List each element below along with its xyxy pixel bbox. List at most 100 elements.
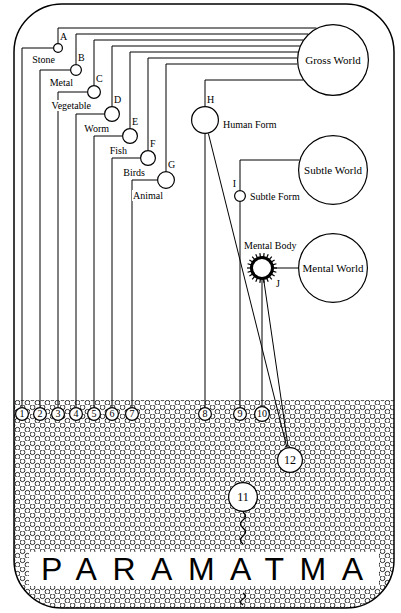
connector-line	[240, 202, 241, 407]
ring-spike	[259, 253, 261, 257]
stage-name: Fish	[109, 145, 128, 156]
ring-spike	[273, 267, 277, 268]
circle-number: 7	[130, 409, 135, 419]
circle-shape	[234, 408, 247, 421]
circle-outline	[157, 171, 175, 189]
wavy-line	[241, 593, 246, 605]
circle-shape	[123, 129, 138, 144]
stage-letter: F	[150, 138, 156, 149]
wavy-line	[241, 512, 246, 544]
circle-outline	[122, 128, 138, 144]
connector-line	[76, 114, 104, 407]
connector-line	[76, 34, 308, 64]
circle-outline	[191, 106, 219, 134]
stage-name: Stone	[31, 54, 56, 65]
circle-shape	[255, 407, 270, 422]
circle-outline	[53, 43, 63, 53]
stage-letter: B	[78, 52, 85, 63]
stage-name: Mental Body	[244, 240, 297, 251]
connector-line	[22, 48, 53, 407]
connector-line	[208, 134, 286, 448]
world-label: Subtle World	[304, 164, 362, 177]
ring-spike	[263, 279, 265, 283]
stage-circle: HHuman Form	[191, 106, 219, 134]
circle-shape	[54, 44, 63, 53]
circle-shape	[199, 408, 212, 421]
stage-circle: FBirds	[140, 150, 156, 166]
ring-spike	[269, 257, 272, 260]
ring-spike	[249, 274, 252, 276]
circle-shape	[278, 448, 303, 473]
stage-name: Animal	[132, 190, 164, 201]
circle-outline	[250, 256, 274, 280]
numbered-circle: 10	[254, 406, 270, 422]
circle-shape	[299, 136, 368, 205]
ocean-title: PARAMATMA	[29, 552, 378, 586]
circle-shape	[105, 107, 120, 122]
circle-outline	[234, 190, 246, 202]
stage-circle: AStone	[53, 43, 63, 53]
connector-line	[40, 70, 70, 407]
ring-spike	[248, 264, 252, 265]
world-label: Mental World	[303, 262, 364, 275]
connector-line	[205, 80, 303, 106]
ring-spike	[247, 267, 251, 268]
world-label: Gross World	[305, 54, 360, 67]
stage-letter: D	[114, 94, 121, 105]
ring-spike	[249, 260, 252, 262]
stage-circle: DWorm	[104, 106, 120, 122]
connector-line	[262, 280, 263, 406]
circle-shape	[52, 408, 65, 421]
stage-letter: H	[207, 94, 214, 105]
stage-circle: EFish	[122, 128, 138, 144]
ocean-texture	[14, 400, 394, 608]
ring-spike	[273, 264, 277, 265]
numbered-circle: 8	[198, 407, 212, 421]
circle-shape	[126, 408, 139, 421]
circle-shape	[299, 234, 368, 303]
ring-spike	[269, 276, 272, 279]
ring-spike	[267, 254, 269, 258]
stage-letter: C	[96, 73, 103, 84]
stage-name: Subtle Form	[250, 191, 300, 202]
circle-outline	[70, 64, 82, 76]
stage-circle: BMetal	[70, 64, 82, 76]
ring-spike	[267, 278, 269, 282]
circle-shape	[229, 483, 258, 512]
connector-line	[264, 280, 288, 447]
circle-shape	[34, 408, 47, 421]
circle-shape	[70, 408, 83, 421]
circle-number: 9	[238, 409, 243, 419]
circle-shape	[192, 107, 219, 134]
circle-number: 4	[74, 409, 79, 419]
stage-name: Vegetable	[51, 100, 92, 111]
circle-number: 8	[203, 409, 208, 419]
ring-spike	[252, 257, 255, 260]
connector-line	[274, 268, 298, 269]
connector-line	[112, 46, 300, 106]
ring-spike	[256, 254, 258, 258]
numbered-circle: 12	[277, 447, 303, 473]
circle-shape	[141, 151, 156, 166]
connector-line	[148, 58, 297, 150]
stage-name: Human Form	[223, 119, 277, 130]
ring-spike	[248, 271, 252, 272]
stage-circle: CVegetable	[87, 85, 101, 99]
numbered-circle: 4	[69, 407, 83, 421]
stage-circle: ISubtle Form	[234, 190, 246, 202]
connector-line	[58, 92, 87, 407]
connector-line	[58, 28, 317, 43]
circle-number: 10	[257, 409, 267, 419]
circle-number: 6	[110, 409, 115, 419]
numbered-circle: 2	[33, 407, 47, 421]
circle-shape	[88, 408, 101, 421]
circle-number: 5	[92, 409, 97, 419]
circle-number: 3	[56, 409, 61, 419]
ring-spike	[273, 271, 277, 272]
circle-shape	[16, 408, 29, 421]
circle-shape	[235, 191, 246, 202]
circle-outline	[87, 85, 101, 99]
connector-line	[205, 134, 206, 407]
numbered-circle: 3	[51, 407, 65, 421]
ring-spike	[259, 279, 261, 283]
